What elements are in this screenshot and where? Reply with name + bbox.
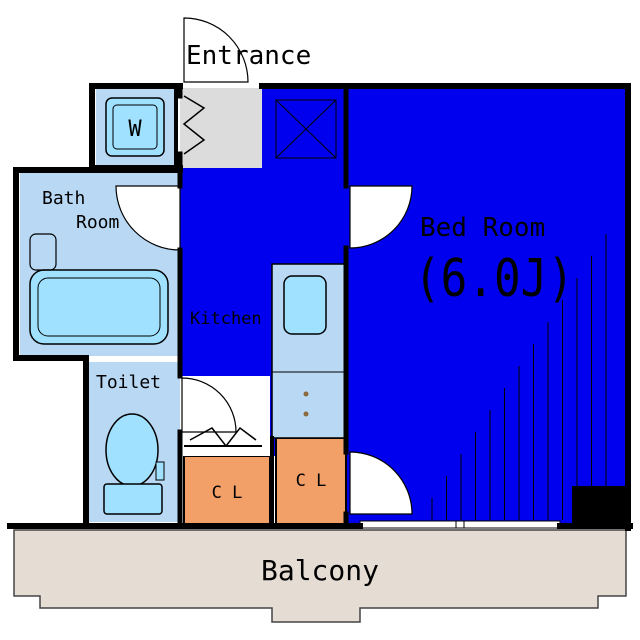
bathtub-inner	[37, 277, 161, 337]
entrance-label: Entrance	[186, 41, 311, 71]
bedroom-floor	[346, 88, 626, 526]
toilet-room	[88, 362, 180, 522]
shoe-box	[275, 99, 337, 159]
walls	[7, 83, 633, 531]
toilet-label: Toilet	[96, 372, 161, 393]
entrance-door-swing	[183, 17, 249, 83]
kitchen-label: Kitchen	[190, 309, 262, 329]
balcony-window	[359, 520, 561, 529]
washer-label: W	[128, 117, 142, 142]
closet-right	[275, 437, 347, 525]
wash-counter	[29, 233, 57, 271]
bedroom-name-label: Bed Room	[420, 213, 545, 243]
structural-column	[572, 486, 626, 526]
bedroom-closet-door-swing	[349, 451, 413, 515]
toilet-bowl	[105, 413, 159, 487]
closet-left-label: C L	[212, 483, 243, 503]
entrance-floor	[180, 88, 262, 168]
bedroom-size-label: (6.0J)	[414, 249, 574, 309]
stove-burner	[303, 391, 309, 397]
balcony-label: Balcony	[261, 554, 379, 587]
bath-label-line2: Room	[76, 212, 119, 233]
bath-room	[20, 172, 181, 356]
toilet-paper	[155, 461, 165, 481]
bathtub	[29, 269, 169, 345]
toilet-tank	[103, 483, 163, 515]
washer-pan	[105, 97, 165, 157]
toilet-door-swing	[181, 377, 237, 433]
window-light-lines	[431, 234, 607, 520]
washer-inner	[112, 104, 158, 150]
bath-label-line1: Bath	[42, 188, 85, 209]
stove-burner	[303, 411, 309, 417]
bath-door-swing	[115, 185, 181, 251]
kitchen-sink	[283, 275, 327, 335]
closet-right-label: C L	[296, 471, 327, 491]
bedroom-door-swing	[349, 185, 413, 249]
balcony	[13, 529, 627, 623]
laundry-folding-door	[182, 95, 206, 155]
kitchen-counter	[271, 263, 347, 439]
laundry-area	[96, 88, 176, 166]
